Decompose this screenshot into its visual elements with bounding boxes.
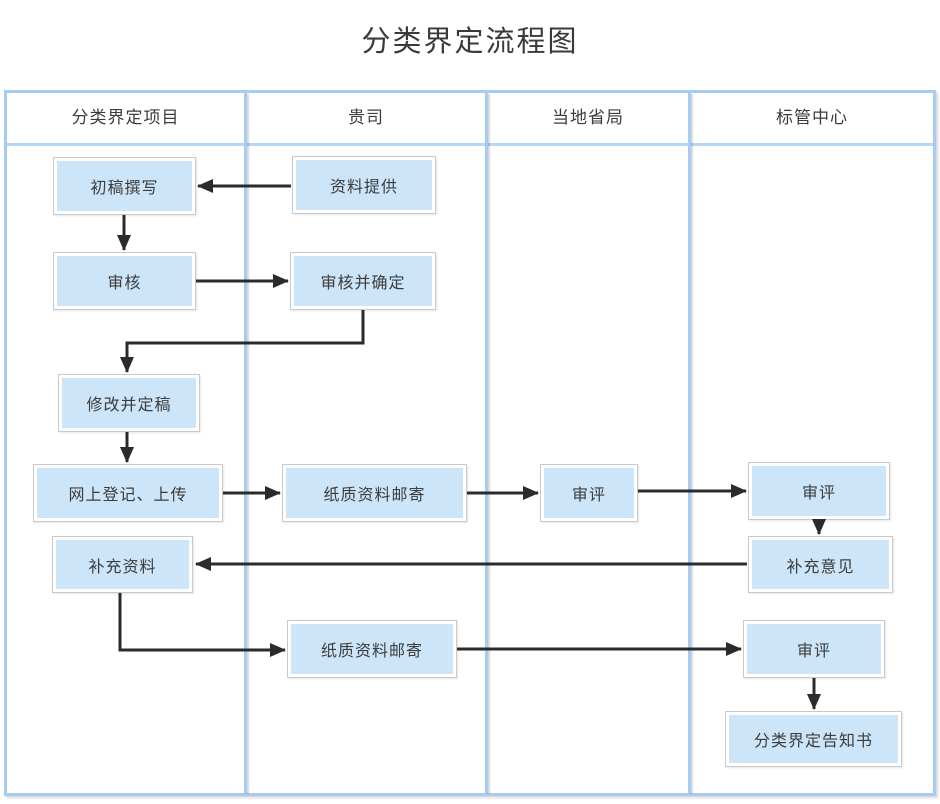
- lane-header-provincial-bureau: 当地省局: [552, 108, 624, 127]
- flow-node-supplement-materials: 补充资料: [52, 536, 193, 593]
- lane-divider-1: [244, 93, 247, 793]
- flow-node-notice: 分类界定告知书: [725, 711, 902, 767]
- lane-header-standards-center: 标管中心: [776, 108, 848, 127]
- flow-node-revise-finalize: 修改并定稿: [58, 374, 200, 432]
- flow-node-label: 审评: [752, 466, 886, 516]
- flow-node-label: 网上登记、上传: [37, 468, 219, 518]
- flow-node-online-register: 网上登记、上传: [33, 464, 223, 522]
- header-divider-line: [7, 143, 933, 146]
- flow-node-label: 分类界定告知书: [729, 715, 898, 763]
- flow-node-label: 审评: [544, 468, 634, 518]
- flow-node-label: 纸质资料邮寄: [286, 468, 463, 518]
- flow-node-review: 审核: [53, 252, 196, 310]
- flow-node-label: 补充意见: [752, 540, 889, 589]
- flow-node-label: 审核: [57, 256, 192, 306]
- flow-node-center-review-1: 审评: [748, 462, 890, 520]
- flow-node-label: 修改并定稿: [62, 378, 196, 428]
- flow-node-review-confirm: 审核并确定: [290, 252, 436, 310]
- flow-node-label: 资料提供: [296, 160, 432, 210]
- lane-header-company: 贵司: [348, 108, 384, 127]
- lane-header-project: 分类界定项目: [71, 108, 180, 127]
- flow-node-supplement-opinion: 补充意见: [748, 536, 893, 593]
- flow-node-province-review: 审评: [540, 464, 638, 522]
- swimlane-table: [4, 90, 936, 796]
- flow-node-label: 审评: [747, 624, 881, 674]
- flow-node-provide-materials: 资料提供: [292, 156, 436, 214]
- flow-node-label: 纸质资料邮寄: [291, 624, 453, 674]
- flow-node-label: 初稿撰写: [57, 161, 192, 211]
- lane-divider-3: [688, 93, 691, 793]
- flow-node-draft-writing: 初稿撰写: [53, 157, 196, 215]
- flow-node-paper-mail-1: 纸质资料邮寄: [282, 464, 467, 522]
- flow-node-center-review-2: 审评: [743, 620, 885, 678]
- flow-node-label: 审核并确定: [294, 256, 432, 306]
- flow-node-paper-mail-2: 纸质资料邮寄: [287, 620, 457, 678]
- flow-node-label: 补充资料: [56, 540, 189, 589]
- lane-divider-2: [485, 93, 488, 793]
- diagram-title: 分类界定流程图: [361, 26, 579, 58]
